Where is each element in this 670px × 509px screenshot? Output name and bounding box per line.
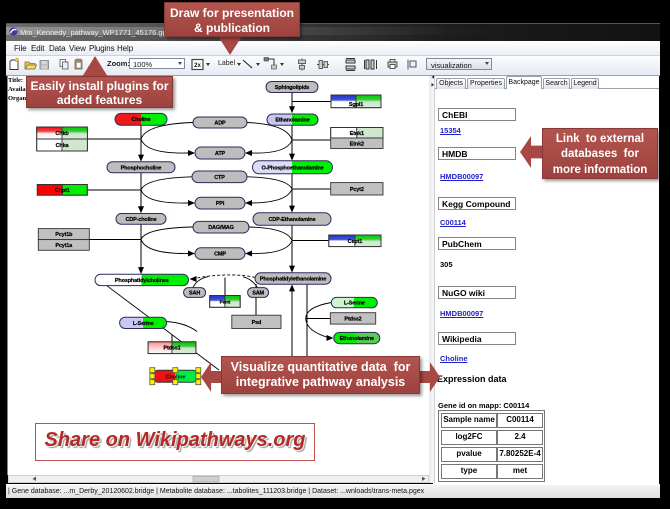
svg-text:Pcyt1b: Pcyt1b [55,232,73,238]
svg-text:L-Serine: L-Serine [344,301,365,307]
svg-text:O-Phosphoethanolamine: O-Phosphoethanolamine [262,166,324,172]
svg-text:Phosphocholine: Phosphocholine [121,165,162,171]
svg-text:Chka: Chka [56,143,70,149]
svg-text:Psd: Psd [252,320,262,326]
svg-text:2x: 2x [194,63,201,69]
svg-text:Cept1: Cept1 [348,239,363,245]
svg-text:Etnk1: Etnk1 [350,131,364,137]
svg-text:Pemt: Pemt [220,299,231,304]
svg-text:CTP: CTP [214,175,225,181]
svg-text:Ptdss2: Ptdss2 [344,316,361,322]
svg-text:Pcyt2: Pcyt2 [350,187,364,193]
svg-text:Phosphatidylcholines: Phosphatidylcholines [115,278,169,284]
svg-text:Chkb: Chkb [55,131,69,137]
svg-text:SAM: SAM [252,291,264,297]
svg-text:Choline: Choline [166,375,186,381]
svg-text:CDP-Ethanolamine: CDP-Ethanolamine [268,217,315,223]
svg-text:SAH: SAH [189,291,200,297]
svg-text:ADP: ADP [214,121,226,127]
svg-text:Etnk2: Etnk2 [350,141,364,147]
svg-text:Chpt1: Chpt1 [55,188,70,194]
svg-text:Ethanolamine: Ethanolamine [340,336,374,342]
svg-text:Ethanolamine: Ethanolamine [275,118,309,124]
svg-text:CMP: CMP [214,252,226,258]
svg-text:Sgpl1: Sgpl1 [349,102,363,108]
svg-text:CDP-choline: CDP-choline [125,217,156,223]
svg-text:Choline: Choline [131,117,150,123]
svg-text:DAG/MAG: DAG/MAG [208,225,234,231]
svg-text:L-Serine: L-Serine [133,321,154,327]
svg-text:Pcyt1a: Pcyt1a [55,243,73,249]
svg-text:Phosphatidylethanolamine: Phosphatidylethanolamine [260,277,326,283]
svg-text:Sphingolipids: Sphingolipids [275,85,309,91]
svg-text:ATP: ATP [215,151,226,157]
svg-text:PPi: PPi [216,201,225,207]
svg-text:Ptdss1: Ptdss1 [163,346,180,352]
